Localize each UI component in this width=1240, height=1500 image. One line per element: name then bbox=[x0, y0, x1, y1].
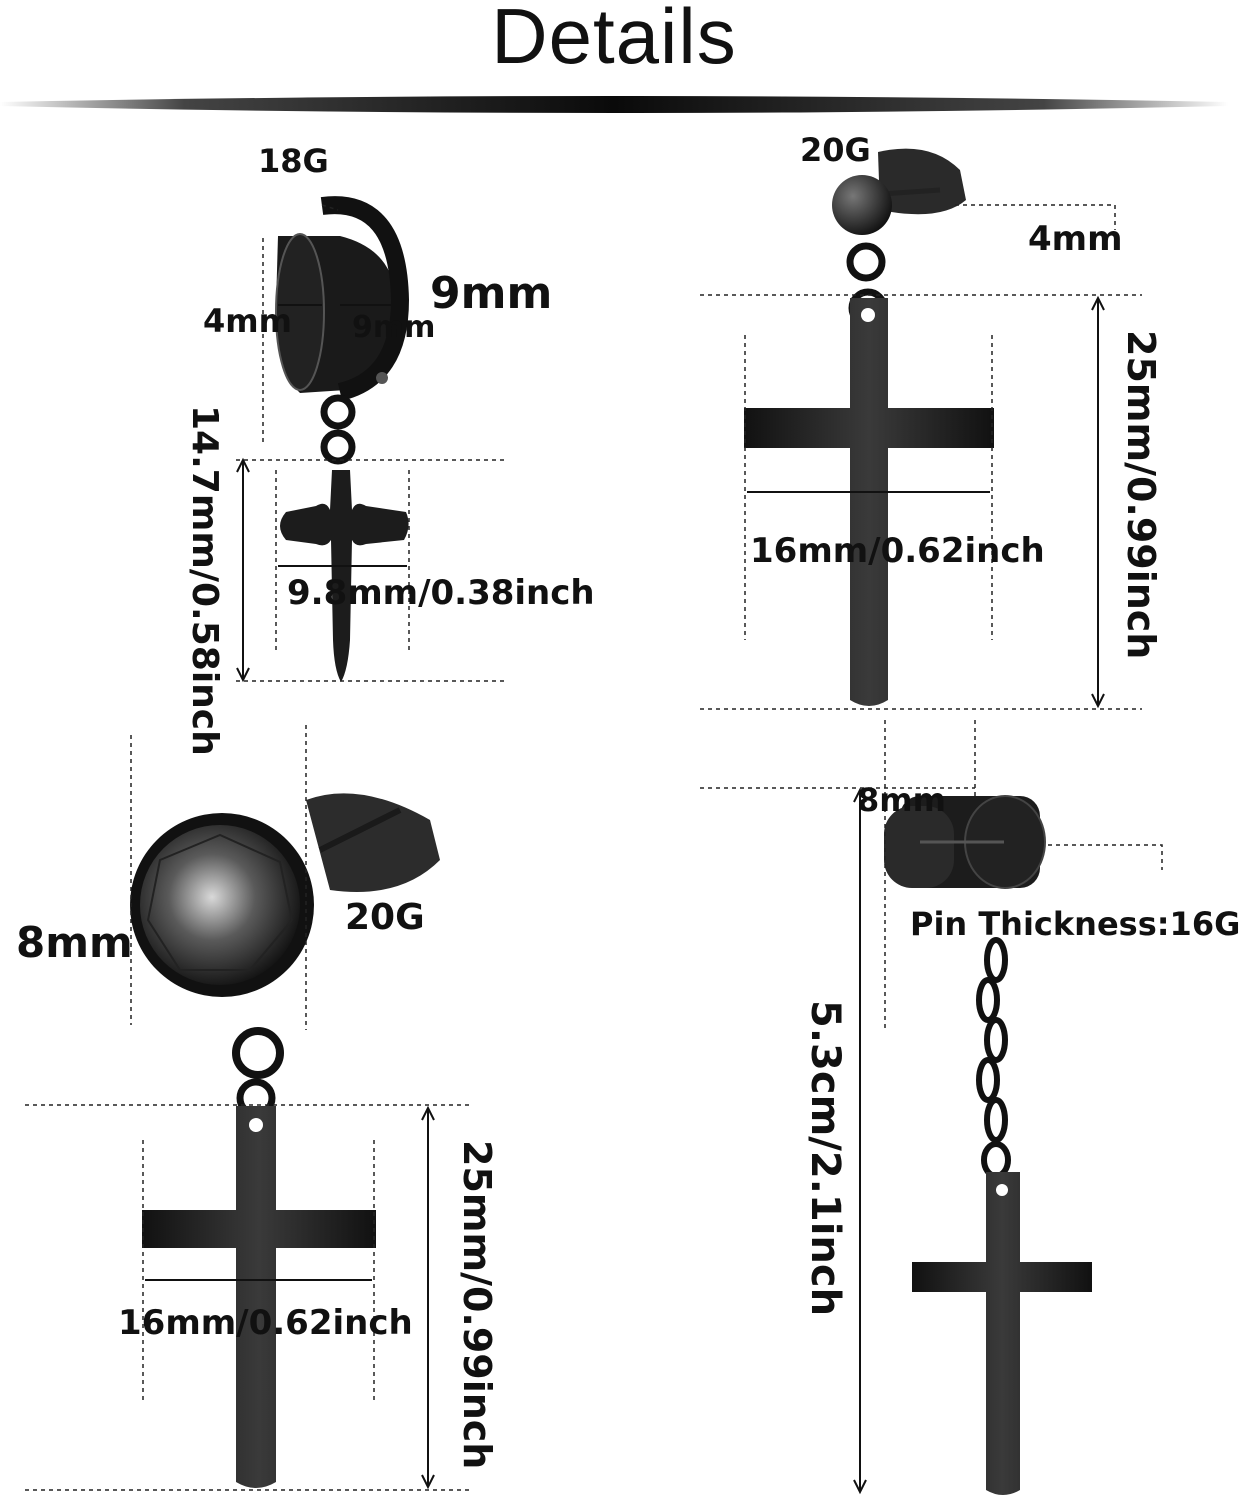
cross-a-height-label: 25mm/0.99inch bbox=[1119, 330, 1163, 660]
gem-stud-dimension-arrows bbox=[145, 1105, 435, 1490]
gem-gauge-label: 20G bbox=[345, 897, 425, 938]
hoop-inner-size-label: 9mm bbox=[352, 310, 436, 345]
hoop-outer-size-label: 9mm bbox=[430, 268, 553, 319]
plug-size-label: 8mm bbox=[857, 781, 946, 819]
ball-gauge-label: 20G bbox=[800, 131, 871, 169]
hoop-gauge-label: 18G bbox=[258, 142, 329, 180]
cross-b-height-label: 25mm/0.99inch bbox=[455, 1140, 499, 1470]
plug-pin-thickness-label: Pin Thickness:16G bbox=[910, 905, 1240, 943]
cross-pendant-b bbox=[142, 1106, 376, 1488]
gem-stud-earring bbox=[130, 793, 440, 1488]
cross-b-width-label: 16mm/0.62inch bbox=[118, 1303, 413, 1343]
page-title: Details bbox=[491, 0, 737, 80]
plug-chain-earring bbox=[884, 795, 1092, 1495]
plug-dimension-lines bbox=[700, 720, 1163, 1030]
gem-stud-dimension-lines bbox=[25, 725, 470, 1491]
cross-pendant-a bbox=[744, 298, 994, 706]
ball-stud-dimension-lines bbox=[700, 204, 1142, 710]
hoop-dimension-lines bbox=[236, 204, 505, 682]
chain-total-length-label: 5.3cm/2.1inch bbox=[802, 1000, 848, 1317]
small-cross-pendant bbox=[280, 470, 409, 682]
hoop-width-label: 4mm bbox=[203, 302, 292, 340]
hoop-dimension-arrows bbox=[236, 304, 407, 683]
ball-stud-earring bbox=[744, 148, 994, 706]
hoop-earring bbox=[275, 196, 410, 682]
cross-a-width-label: 16mm/0.62inch bbox=[750, 531, 1045, 571]
gem-size-label: 8mm bbox=[16, 918, 133, 967]
ball-stud-dimension-arrows bbox=[747, 295, 1105, 709]
header-divider bbox=[0, 96, 1228, 113]
cross-pendant-c bbox=[912, 1172, 1092, 1495]
plug-dimension-arrows bbox=[853, 787, 867, 1495]
small-cross-width-label: 9.8mm/0.38inch bbox=[287, 573, 595, 613]
small-cross-height-label: 14.7mm/0.58inch bbox=[184, 405, 225, 756]
ball-size-label: 4mm bbox=[1028, 219, 1123, 259]
